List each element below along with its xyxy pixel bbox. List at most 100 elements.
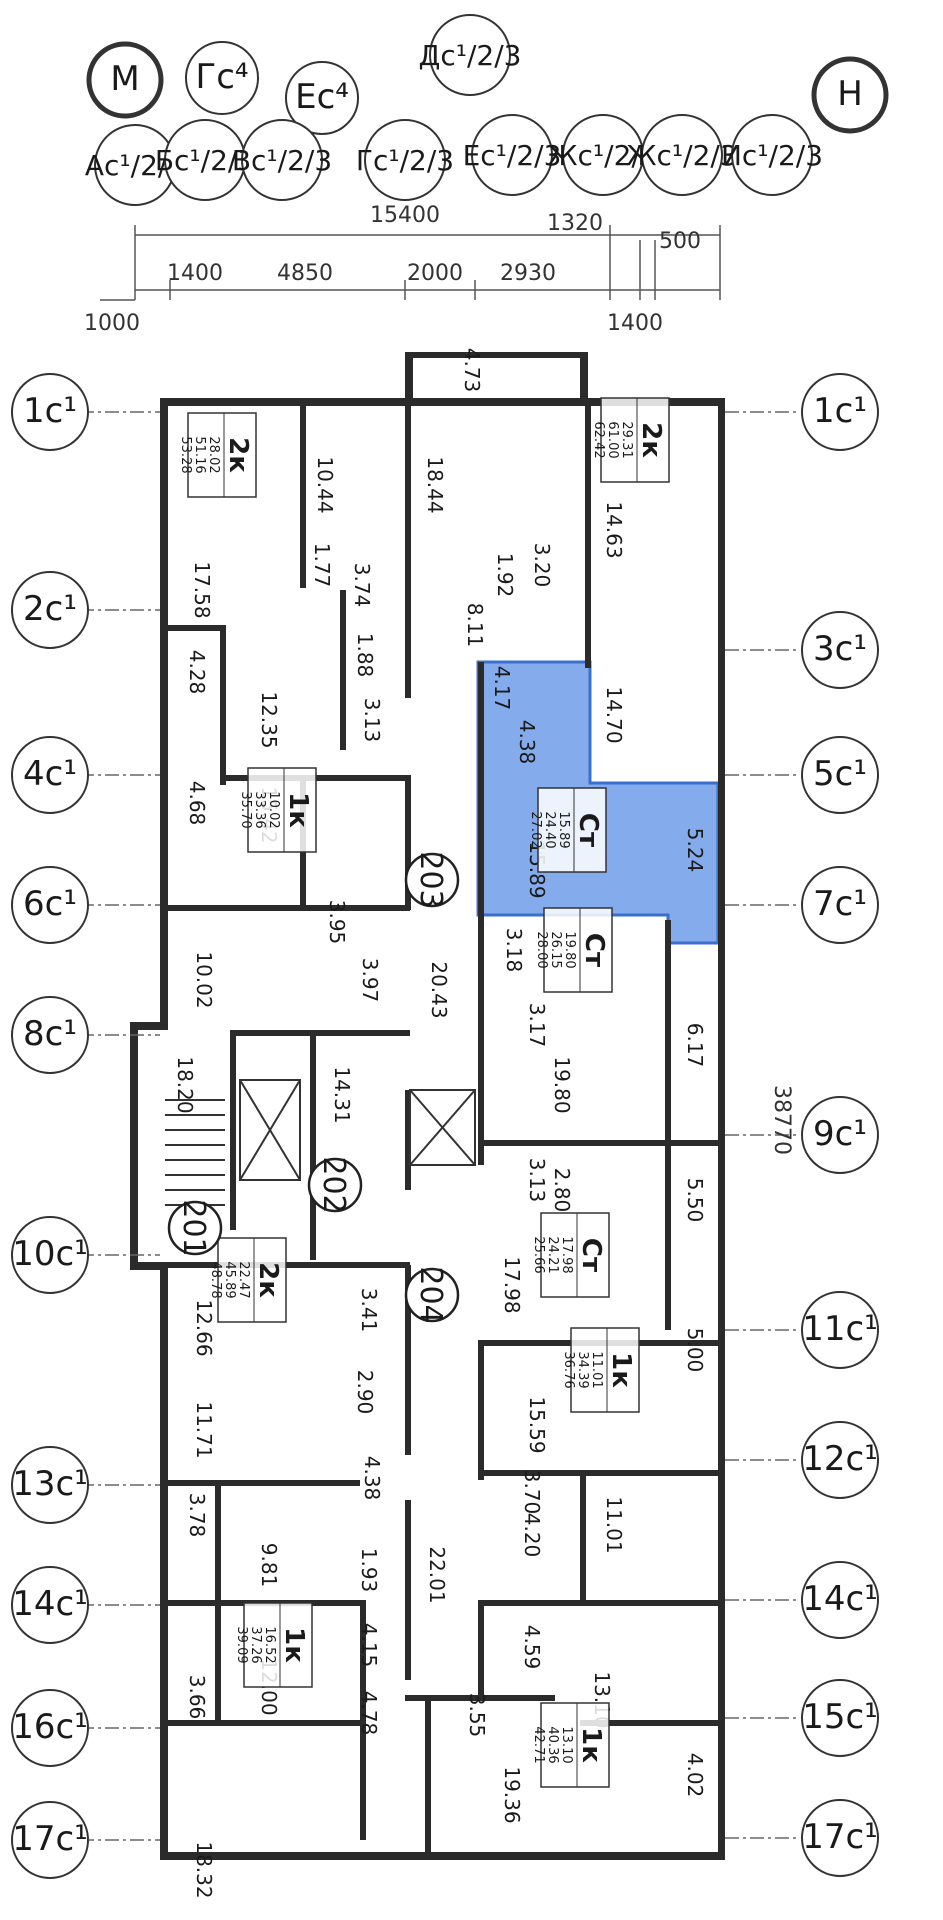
dimension-label: 4850 (277, 261, 333, 286)
room-area-label: 3.74 (350, 563, 374, 608)
row-axis-bubble-right: 1с¹ (801, 373, 879, 451)
column-axis-bubble-label: Гс⁴ (195, 57, 248, 97)
column-axis-bubble-label: Жс¹/2/3 (626, 139, 737, 172)
apartment-type: Ст (573, 813, 603, 847)
room-area-label: 18.44 (423, 456, 447, 513)
room-area-label: 14.70 (602, 686, 626, 743)
row-axis-bubble-right: 15с¹ (801, 1679, 879, 1757)
room-area-label: 5.24 (683, 828, 707, 873)
apartment-area: 53.28 (178, 436, 193, 473)
apartment-area: 33.36 (252, 791, 267, 828)
row-axis-bubble-right-label: 9с¹ (813, 1114, 867, 1154)
apartment-area: 19.80 (562, 931, 577, 968)
room-area-label: 4.59 (520, 1625, 544, 1670)
row-axis-bubble-right: 5с¹ (801, 736, 879, 814)
room-area-label: 18.32 (192, 1841, 216, 1898)
room-area-label: 4.02 (683, 1753, 707, 1798)
apartment-area: 10.02 (266, 791, 281, 828)
apartment-area: 17.98 (559, 1236, 574, 1273)
row-axis-bubble-right-label: 14с¹ (802, 1579, 878, 1619)
room-area-label: 3.95 (325, 900, 349, 945)
apartment-area: 61.00 (605, 421, 620, 458)
column-axis-bubble-label: Ес⁴ (295, 77, 349, 117)
dimension-label: 1400 (607, 311, 663, 336)
column-axis-bubble-label: Дс¹/2/3 (419, 39, 522, 72)
row-axis-bubble-right: 3с¹ (801, 611, 879, 689)
row-axis-bubble-left-label: 4с¹ (23, 754, 77, 794)
room-area-label: 15.59 (525, 1396, 549, 1453)
room-area-label: 17.58 (190, 561, 214, 618)
column-axis-bubble: Ес¹/2/3 (463, 114, 562, 196)
column-axis-bubble-label: Бс¹/2/3 (155, 144, 255, 177)
column-axis-bubble-label: Вс¹/2/3 (232, 144, 332, 177)
column-axis-bubble: Ес⁴ (285, 61, 359, 135)
room-area-label: 10.44 (313, 456, 337, 513)
column-axis-bubble-label: Ес¹/2/3 (463, 139, 562, 172)
apartment-type: 1к (606, 1352, 636, 1388)
apartment-area: 29.31 (619, 421, 634, 458)
row-axis-bubble-right: 9с¹ (801, 1096, 879, 1174)
row-axis-bubble-left: 14с¹ (11, 1566, 89, 1644)
room-area-label: 14.63 (602, 501, 626, 558)
room-area-label: 22.01 (425, 1546, 449, 1603)
apartment-area: 37.26 (248, 1626, 263, 1663)
dimension-label: 1320 (547, 211, 603, 236)
row-axis-bubble-right-label: 1с¹ (813, 391, 867, 431)
section-badge: 204 (404, 1266, 460, 1324)
room-area-label: 3.97 (358, 958, 382, 1003)
grid-lines (80, 411, 800, 1841)
room-area-label: 1.88 (353, 633, 377, 678)
column-axis-bubble-label: Гс¹/2/3 (356, 144, 454, 177)
apartment-area: 40.36 (545, 1726, 560, 1763)
apartment-type: 2к (223, 437, 253, 473)
dimension-label: 1400 (167, 261, 223, 286)
apartment-area: 27.02 (528, 811, 543, 848)
row-axis-bubble-left: 13с¹ (11, 1446, 89, 1524)
apartment-type: 1к (576, 1727, 606, 1763)
row-axis-bubble-left: 6с¹ (11, 866, 89, 944)
room-area-label: 3.13 (360, 698, 384, 743)
section-badge: 202 (307, 1156, 363, 1214)
row-axis-bubble-left: 16с¹ (11, 1689, 89, 1767)
room-area-label: 4.17 (490, 666, 514, 711)
room-area-label: 9.81 (257, 1543, 281, 1588)
stair-core (165, 1079, 476, 1206)
dimension-label: 500 (659, 229, 701, 254)
row-axis-bubble-right: 11с¹ (801, 1291, 879, 1369)
apartment-area: 36.76 (561, 1351, 576, 1388)
row-axis-bubble-left-label: 8с¹ (23, 1014, 77, 1054)
row-axis-bubble-right-label: 11с¹ (802, 1309, 878, 1349)
row-axis-bubble-left-label: 14с¹ (12, 1584, 88, 1624)
column-axis-bubble: Ис¹/2/3 (721, 114, 823, 196)
row-axis-bubble-right: 7с¹ (801, 866, 879, 944)
room-area-label: 11.01 (602, 1496, 626, 1553)
room-area-label: 4.38 (360, 1456, 384, 1501)
column-axis-bubble: Гс¹/2/3 (356, 119, 454, 201)
apartment-area: 35.70 (238, 791, 253, 828)
room-area-label: 5.00 (683, 1328, 707, 1373)
room-area-label: 19.80 (550, 1056, 574, 1113)
room-area-label: 8.11 (463, 603, 487, 648)
row-axis-bubble-left: 1с¹ (11, 373, 89, 451)
row-axis-bubble-right: 17с¹ (801, 1799, 879, 1877)
dimension-lines (100, 225, 721, 301)
column-axis-bubble: Жс¹/2/3 (547, 114, 659, 196)
room-area-label: 10.02 (192, 951, 216, 1008)
column-axis-bubble: Гс⁴ (185, 41, 259, 115)
row-axis-bubble-left-label: 1с¹ (23, 391, 77, 431)
apartment-area: 24.40 (542, 811, 557, 848)
